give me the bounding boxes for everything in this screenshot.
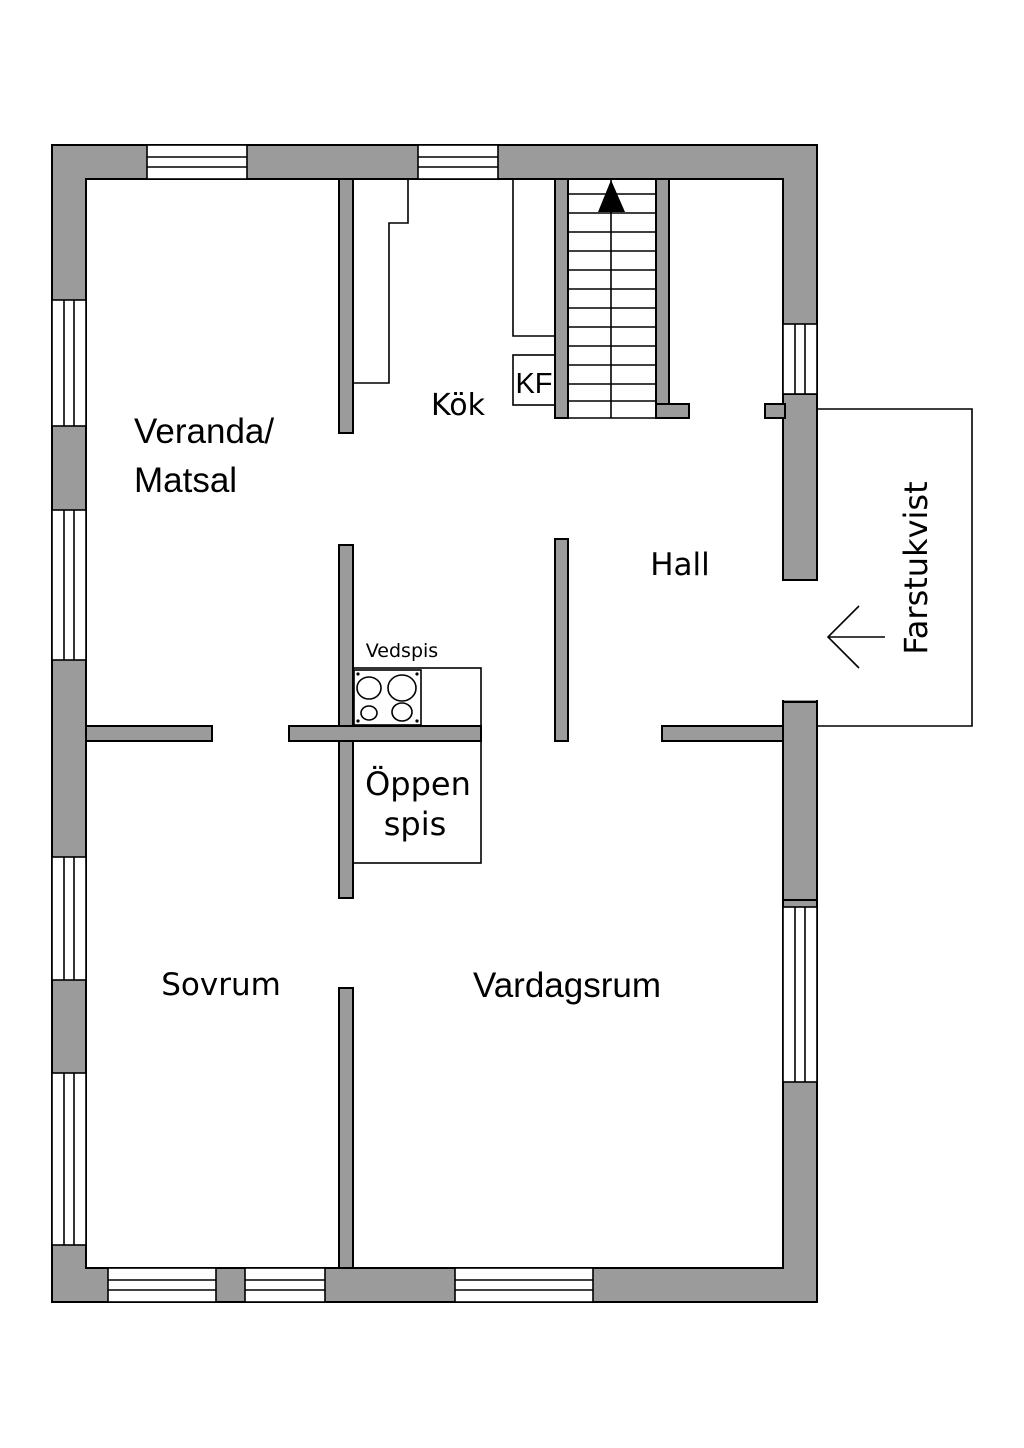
wall-stair-foot bbox=[655, 403, 690, 419]
kf-label: KF bbox=[515, 368, 552, 400]
window-bottom-3 bbox=[454, 1267, 594, 1303]
stove-icon bbox=[353, 669, 422, 726]
kitchen-cabinet bbox=[512, 179, 555, 337]
kf-box bbox=[512, 354, 556, 406]
window-right-1 bbox=[782, 323, 818, 395]
kitchen-counter bbox=[353, 178, 409, 384]
room-label-veranda-line2: Matsal bbox=[134, 461, 237, 500]
window-bottom-1 bbox=[107, 1267, 217, 1303]
window-top-left bbox=[146, 144, 248, 180]
stove-counter bbox=[352, 667, 482, 727]
porch-wall-lower bbox=[782, 701, 818, 901]
porch-wall-upper bbox=[782, 393, 818, 581]
wall-hall-bottom bbox=[661, 725, 784, 742]
porch-outline bbox=[817, 408, 973, 727]
entry-arrow-icon bbox=[826, 605, 885, 669]
wall-veranda-bottom-mid bbox=[288, 725, 482, 742]
wall-center-lower bbox=[338, 740, 354, 899]
room-label-veranda-line1: Veranda/ bbox=[134, 412, 274, 451]
window-left-1 bbox=[51, 299, 87, 427]
window-bottom-2 bbox=[244, 1267, 326, 1303]
wall-stair-right bbox=[655, 178, 670, 419]
wall-veranda-bottom-left bbox=[85, 725, 213, 742]
window-right-2 bbox=[782, 906, 818, 1083]
fireplace-label-line2: spis bbox=[384, 805, 447, 843]
fireplace-box bbox=[352, 740, 482, 864]
wall-stair-left bbox=[554, 178, 569, 419]
window-top-middle bbox=[417, 144, 499, 180]
window-left-2 bbox=[51, 509, 87, 661]
outer-wall bbox=[51, 144, 818, 1303]
room-label-vardagsrum: Vardagsrum bbox=[473, 966, 661, 1005]
window-left-4 bbox=[51, 1072, 87, 1246]
porch-label: Farstukvist bbox=[897, 481, 935, 654]
room-label-kok: Kök bbox=[431, 388, 486, 423]
staircase bbox=[568, 179, 656, 419]
wall-center-upper bbox=[338, 544, 354, 727]
wall-hall-divider bbox=[554, 538, 569, 742]
room-label-sovrum: Sovrum bbox=[161, 967, 281, 1003]
wall-kitchen-left bbox=[338, 178, 354, 434]
hall-wall-stub bbox=[764, 403, 786, 419]
room-label-hall: Hall bbox=[650, 547, 710, 583]
stair-up-arrow-icon bbox=[598, 180, 625, 212]
wall-bedroom-right bbox=[338, 987, 354, 1269]
fireplace-label-line1: Öppen bbox=[365, 765, 471, 803]
window-left-3 bbox=[51, 856, 87, 981]
vedspis-label: Vedspis bbox=[366, 640, 438, 662]
